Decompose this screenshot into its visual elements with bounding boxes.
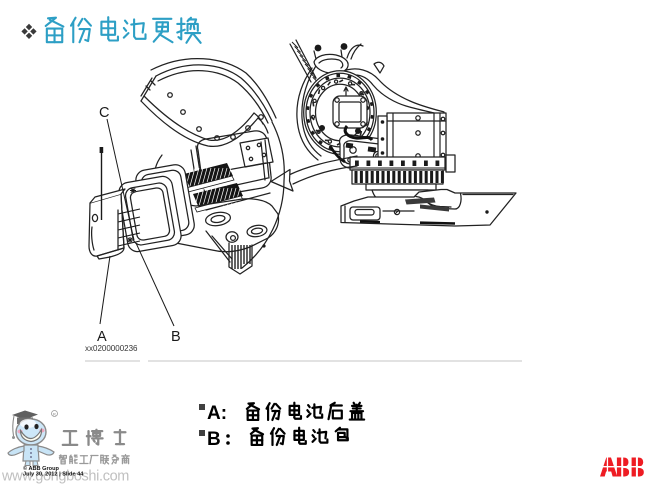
svg-text:B: B [171,329,181,345]
svg-text:xx0200000236: xx0200000236 [85,344,138,353]
svg-text:B: B [207,429,221,450]
svg-text:A: A [97,329,107,345]
svg-text:© ABB Group: © ABB Group [23,465,60,472]
svg-text:www.gongboshi.com: www.gongboshi.com [1,469,129,485]
svg-text:C: C [99,105,109,121]
svg-text:July 30, 2012 | Slide 44: July 30, 2012 | Slide 44 [23,472,84,478]
svg-text:R: R [53,412,57,417]
svg-text:A:: A: [207,403,227,424]
